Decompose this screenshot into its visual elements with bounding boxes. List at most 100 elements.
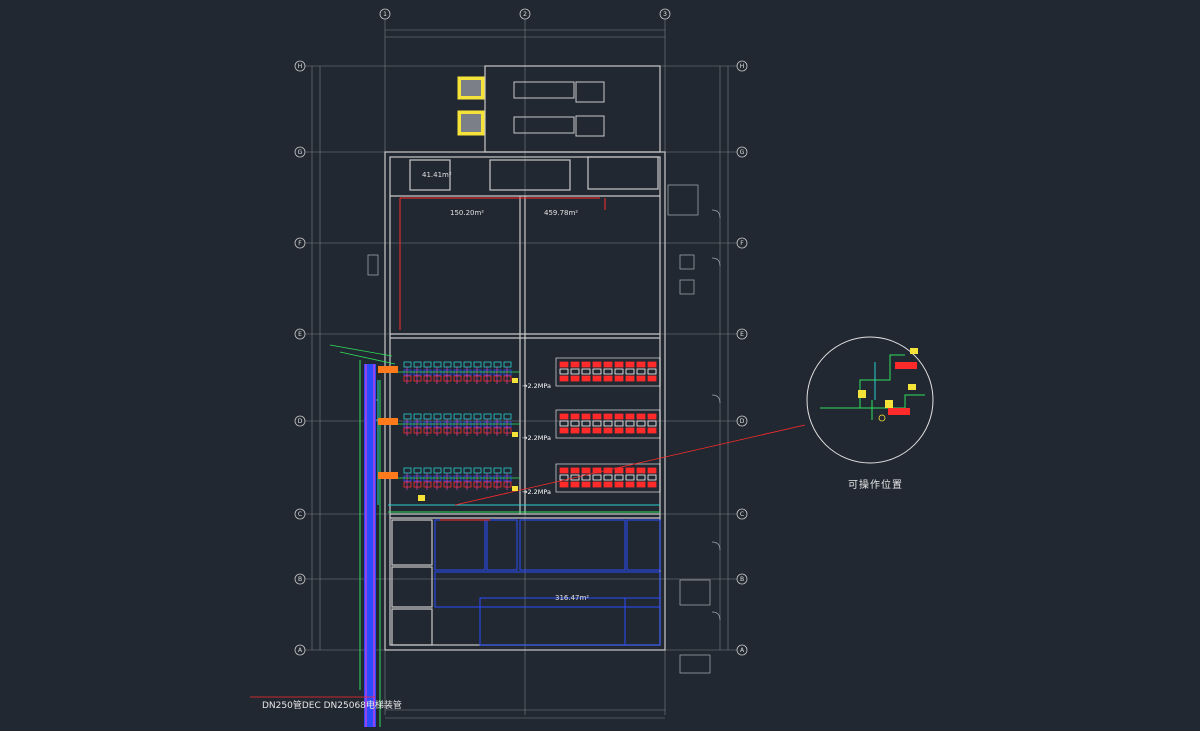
rack-unit bbox=[636, 467, 646, 474]
axis-left-A: A bbox=[298, 647, 303, 654]
rack-unit bbox=[453, 375, 462, 382]
rack-unit bbox=[473, 413, 482, 420]
rack-unit bbox=[614, 481, 624, 488]
rack-unit bbox=[473, 375, 482, 382]
rack-unit bbox=[483, 481, 492, 488]
rack-unit bbox=[559, 361, 569, 368]
pressure-label-3: →2.2MPa bbox=[522, 488, 551, 496]
rack-unit bbox=[636, 427, 646, 434]
rack-unit bbox=[581, 361, 591, 368]
rack-unit bbox=[581, 481, 591, 488]
rack-unit bbox=[625, 413, 635, 420]
rack-unit bbox=[493, 375, 502, 382]
rack-unit bbox=[636, 413, 646, 420]
rack-unit bbox=[625, 375, 635, 382]
rack-unit bbox=[503, 475, 512, 482]
rack-unit bbox=[559, 481, 569, 488]
rack-unit bbox=[570, 467, 580, 474]
rack-unit bbox=[625, 361, 635, 368]
rack-unit bbox=[625, 420, 635, 427]
rack-unit bbox=[453, 369, 462, 376]
rack-unit bbox=[647, 368, 657, 375]
rack-unit bbox=[433, 481, 442, 488]
rack-unit bbox=[625, 368, 635, 375]
rack-unit bbox=[503, 427, 512, 434]
rack-unit bbox=[423, 475, 432, 482]
rack-unit bbox=[463, 369, 472, 376]
rack-unit bbox=[592, 420, 602, 427]
rack-unit bbox=[413, 421, 422, 428]
axis-right-A: A bbox=[740, 647, 745, 654]
rack-unit bbox=[493, 421, 502, 428]
rack-unit bbox=[443, 369, 452, 376]
rack-unit bbox=[603, 467, 613, 474]
rack-unit bbox=[636, 375, 646, 382]
rack-unit bbox=[592, 368, 602, 375]
rack-unit bbox=[592, 467, 602, 474]
rack-unit bbox=[443, 481, 452, 488]
room-area-41: 41.41m² bbox=[422, 171, 452, 179]
rack-unit bbox=[423, 413, 432, 420]
rack-unit bbox=[403, 467, 412, 474]
rack-unit bbox=[503, 375, 512, 382]
axis-right-F: F bbox=[740, 240, 744, 247]
rack-unit bbox=[614, 467, 624, 474]
axis-left-H: H bbox=[298, 63, 303, 70]
rack-unit bbox=[570, 368, 580, 375]
rack-unit bbox=[503, 421, 512, 428]
rack-unit bbox=[592, 361, 602, 368]
rack-unit bbox=[433, 467, 442, 474]
rack-unit bbox=[463, 413, 472, 420]
rack-unit bbox=[647, 467, 657, 474]
rack-unit bbox=[603, 474, 613, 481]
rack-unit bbox=[614, 375, 624, 382]
rack-unit bbox=[636, 368, 646, 375]
rack-unit bbox=[581, 420, 591, 427]
rack-unit bbox=[603, 481, 613, 488]
rack-unit bbox=[443, 375, 452, 382]
rack-unit bbox=[559, 375, 569, 382]
rack-unit bbox=[592, 413, 602, 420]
rack-unit bbox=[453, 421, 462, 428]
rack-unit bbox=[423, 427, 432, 434]
rack-unit bbox=[413, 481, 422, 488]
rack-unit bbox=[647, 427, 657, 434]
rack-unit bbox=[423, 375, 432, 382]
rack-unit bbox=[570, 427, 580, 434]
rack-unit bbox=[453, 427, 462, 434]
rack-unit bbox=[473, 481, 482, 488]
rack-unit bbox=[647, 481, 657, 488]
rack-unit bbox=[503, 369, 512, 376]
axis-top-1: 1 bbox=[383, 11, 387, 18]
rack-unit bbox=[403, 427, 412, 434]
rack-unit bbox=[423, 361, 432, 368]
rack-unit bbox=[403, 361, 412, 368]
rack-unit bbox=[433, 475, 442, 482]
rack-unit bbox=[647, 420, 657, 427]
rack-unit bbox=[493, 427, 502, 434]
rack-unit bbox=[603, 413, 613, 420]
rack-unit bbox=[413, 361, 422, 368]
rack-unit bbox=[413, 467, 422, 474]
rack-unit bbox=[423, 481, 432, 488]
rack-unit bbox=[636, 361, 646, 368]
rack-unit bbox=[503, 467, 512, 474]
rack-unit bbox=[483, 467, 492, 474]
rack-unit bbox=[433, 427, 442, 434]
axis-left-G: G bbox=[298, 149, 303, 156]
rack-unit bbox=[403, 413, 412, 420]
rack-unit bbox=[433, 421, 442, 428]
rack-unit bbox=[603, 361, 613, 368]
rack-unit bbox=[483, 375, 492, 382]
rack-unit bbox=[493, 369, 502, 376]
rack-unit bbox=[570, 481, 580, 488]
rack-unit bbox=[433, 375, 442, 382]
room-area-316: 316.47m² bbox=[555, 594, 589, 602]
rack-unit bbox=[463, 475, 472, 482]
axis-top-2: 2 bbox=[523, 11, 527, 18]
rack-unit bbox=[570, 361, 580, 368]
axis-left-F: F bbox=[298, 240, 302, 247]
detail-caption: 可操作位置 bbox=[848, 480, 903, 491]
axis-right-C: C bbox=[740, 511, 744, 518]
